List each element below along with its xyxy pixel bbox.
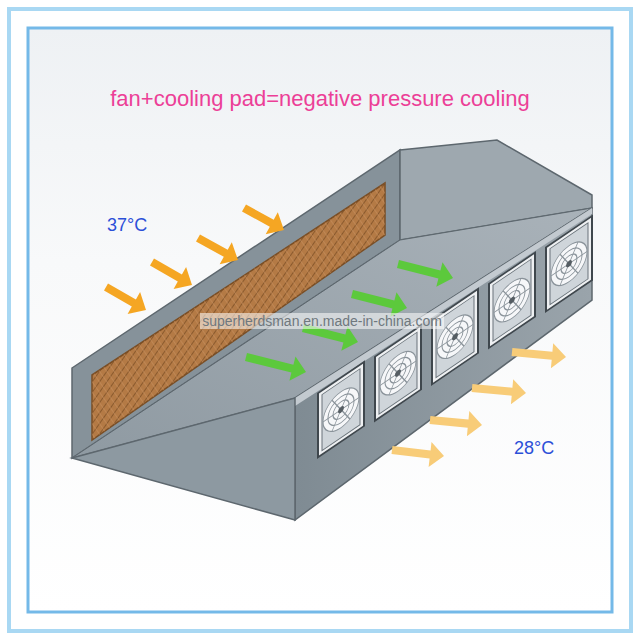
fan-frame xyxy=(375,326,421,421)
left-end-wall xyxy=(72,398,295,520)
exhaust-air-arrow xyxy=(472,379,526,404)
inner-frame xyxy=(28,28,612,612)
fan-hub xyxy=(338,405,344,415)
exhaust-air-arrow xyxy=(392,442,445,467)
fan-frame xyxy=(432,289,478,384)
fan-grille xyxy=(385,351,411,395)
fan-hub xyxy=(395,368,401,378)
hot-air-arrow xyxy=(196,235,238,265)
fan-grille xyxy=(499,278,525,322)
hot-air-arrow xyxy=(104,284,146,314)
fan-housing xyxy=(322,369,360,451)
fan-hub xyxy=(566,259,572,269)
fan-hub xyxy=(509,295,515,305)
exhaust-air-arrow xyxy=(430,411,482,436)
fan-grille xyxy=(551,233,587,293)
cooling-pad xyxy=(92,183,385,440)
cool-air-arrow xyxy=(397,260,453,287)
diagram-title: fan+cooling pad=negative pressure coolin… xyxy=(110,86,530,111)
exhaust-fan xyxy=(375,326,421,421)
fan-housing xyxy=(550,223,588,305)
fan-hub xyxy=(452,332,458,342)
fan-grille xyxy=(442,315,468,359)
temperature-label: 37°C xyxy=(105,215,149,236)
fan-wall xyxy=(295,208,592,520)
hot-air-arrow xyxy=(242,205,284,235)
fan-row xyxy=(318,216,592,457)
exhaust-fan xyxy=(489,253,535,348)
fan-grille xyxy=(328,388,354,432)
fan-grille xyxy=(504,287,520,314)
fan-frame xyxy=(318,362,364,457)
watermark: superherdsman.en.made-in-china.com xyxy=(200,313,444,329)
fan-grille xyxy=(447,323,463,350)
fan-grille xyxy=(323,379,359,439)
fan-grille xyxy=(333,396,349,423)
fan-housing xyxy=(493,259,531,341)
outer-frame xyxy=(9,9,631,631)
fan-housing xyxy=(379,332,417,414)
fan-frame xyxy=(546,216,592,311)
cool-air-arrow xyxy=(245,353,306,381)
fan-grille xyxy=(556,242,582,286)
fan-grille xyxy=(390,360,406,387)
fan-housing xyxy=(436,296,474,378)
exhaust-fan xyxy=(546,216,592,311)
exhaust-fan xyxy=(318,362,364,457)
fan-grille xyxy=(380,343,416,403)
exhaust-air-arrow xyxy=(512,343,566,368)
exhaust-fan xyxy=(432,289,478,384)
fan-frame xyxy=(489,253,535,348)
fan-grille xyxy=(494,270,530,330)
airflow-arrows xyxy=(104,205,566,467)
hot-air-arrow xyxy=(150,259,192,289)
fan-wall-top xyxy=(295,208,592,406)
fan-grille xyxy=(561,250,577,277)
cooling-pad-texture xyxy=(92,183,385,440)
temperature-label: 28°C xyxy=(512,438,556,459)
